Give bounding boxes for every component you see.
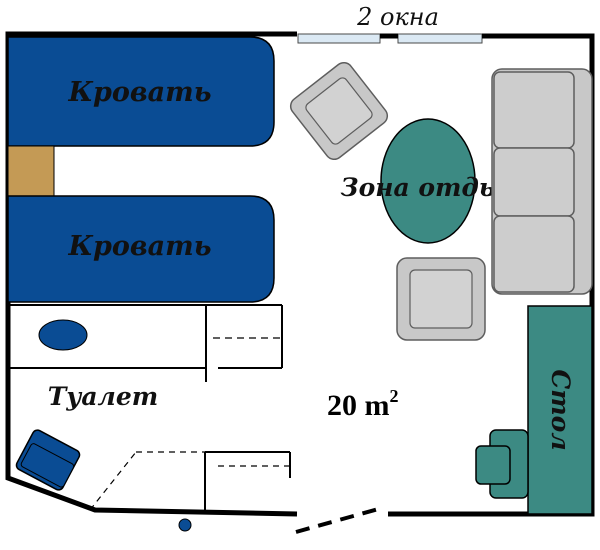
sink	[38, 319, 88, 351]
nightstand	[7, 145, 55, 197]
bed-top-label: Кровать	[67, 77, 211, 108]
lounge-table	[380, 118, 476, 244]
entrance-door	[295, 506, 383, 534]
bed-top	[7, 36, 275, 147]
toilet-label: Туалет	[48, 382, 158, 411]
desk	[527, 305, 593, 515]
desk-label: Стол	[546, 369, 575, 450]
window-right	[397, 33, 483, 44]
armchair-bottom	[396, 257, 486, 341]
area-superscript: 2	[390, 386, 399, 406]
desk-chair	[475, 429, 529, 499]
window-left	[297, 33, 381, 44]
bed-bottom	[7, 195, 275, 303]
armchair-top	[289, 61, 389, 161]
area-number: 20 m	[327, 389, 390, 422]
area-label: 20 m2	[327, 386, 399, 422]
toilet-fixture	[15, 429, 81, 491]
shower-drain	[178, 518, 192, 532]
bed-bottom-label: Кровать	[67, 231, 211, 262]
bathroom-walls	[8, 304, 291, 514]
shower-door	[89, 451, 137, 511]
windows-label: 2 окна	[356, 3, 439, 31]
sofa	[491, 68, 593, 295]
